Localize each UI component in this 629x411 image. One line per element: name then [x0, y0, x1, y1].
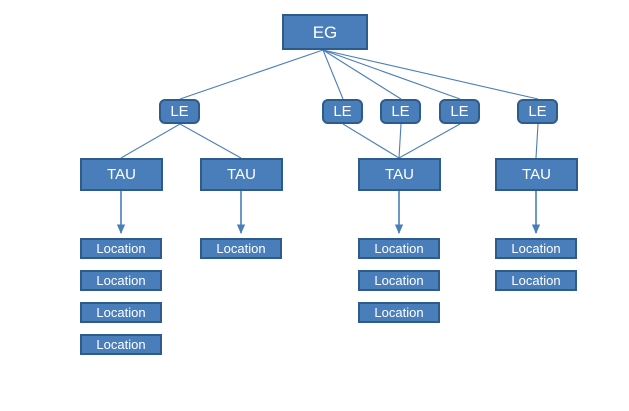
node-loc3-1[interactable]: Location: [358, 238, 440, 259]
node-label: TAU: [227, 166, 256, 183]
node-label: TAU: [522, 166, 551, 183]
edge-le5-to-tau4: [535, 123, 539, 159]
node-label: TAU: [385, 166, 414, 183]
edge-eg-to-le2: [322, 49, 344, 100]
node-le5[interactable]: LE: [517, 99, 558, 124]
node-le2[interactable]: LE: [322, 99, 363, 124]
node-label: LE: [333, 103, 352, 120]
edge-eg-to-le3: [322, 49, 402, 100]
node-label: Location: [511, 273, 561, 288]
node-label: Location: [374, 305, 424, 320]
node-tau1[interactable]: TAU: [80, 158, 163, 191]
node-label: EG: [312, 22, 338, 42]
edge-le4-to-tau3: [398, 123, 461, 159]
edge-le1-to-tau1: [120, 123, 181, 159]
edge-le3-to-tau3: [398, 123, 402, 159]
node-loc1-3[interactable]: Location: [80, 302, 162, 323]
node-loc1-1[interactable]: Location: [80, 238, 162, 259]
node-tau4[interactable]: TAU: [495, 158, 578, 191]
node-le3[interactable]: LE: [380, 99, 421, 124]
node-label: Location: [511, 241, 561, 256]
node-loc4-2[interactable]: Location: [495, 270, 577, 291]
edge-eg-to-le5: [322, 49, 539, 100]
node-label: Location: [374, 273, 424, 288]
node-label: Location: [96, 273, 146, 288]
node-loc3-3[interactable]: Location: [358, 302, 440, 323]
node-le4[interactable]: LE: [439, 99, 480, 124]
node-loc4-1[interactable]: Location: [495, 238, 577, 259]
edge-eg-to-le4: [322, 49, 461, 100]
node-label: LE: [170, 103, 189, 120]
node-tau3[interactable]: TAU: [358, 158, 441, 191]
node-loc3-2[interactable]: Location: [358, 270, 440, 291]
node-label: LE: [391, 103, 410, 120]
node-le1[interactable]: LE: [159, 99, 200, 124]
node-label: Location: [96, 337, 146, 352]
node-loc1-2[interactable]: Location: [80, 270, 162, 291]
node-label: Location: [216, 241, 266, 256]
node-eg[interactable]: EG: [282, 14, 368, 50]
edge-eg-to-le1: [179, 49, 324, 100]
node-label: Location: [96, 305, 146, 320]
edge-le1-to-tau2: [179, 123, 242, 159]
node-label: LE: [528, 103, 547, 120]
node-label: Location: [96, 241, 146, 256]
node-loc2-1[interactable]: Location: [200, 238, 282, 259]
node-loc1-4[interactable]: Location: [80, 334, 162, 355]
node-label: TAU: [107, 166, 136, 183]
node-label: LE: [450, 103, 469, 120]
edge-le2-to-tau3: [342, 123, 400, 159]
node-label: Location: [374, 241, 424, 256]
node-tau2[interactable]: TAU: [200, 158, 283, 191]
